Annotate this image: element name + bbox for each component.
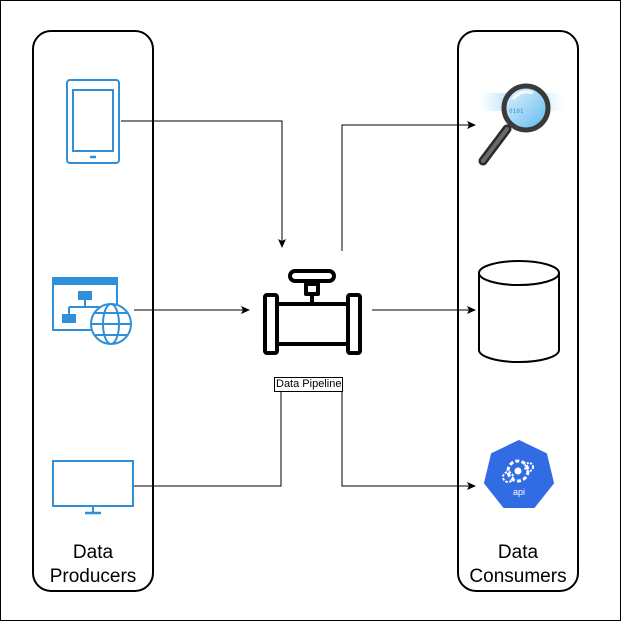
svg-text:0101: 0101 xyxy=(509,108,524,115)
tablet-icon xyxy=(66,79,120,164)
api-icon-text: api xyxy=(513,487,525,497)
sitemap-web-icon xyxy=(52,277,132,345)
producers-title-text: Data Producers xyxy=(49,542,137,587)
pipeline-label: Data Pipeline xyxy=(274,377,344,392)
producers-container xyxy=(32,30,154,592)
consumers-title: Data Consumers xyxy=(458,541,578,589)
connector-pipeline-to-search xyxy=(341,121,476,251)
consumers-title-text: Data Consumers xyxy=(469,542,567,587)
api-icon: api xyxy=(484,440,554,508)
producers-title: Data Producers xyxy=(33,541,153,589)
monitor-icon xyxy=(52,460,134,515)
pipeline-icon xyxy=(263,269,362,355)
connector-monitor-to-pipeline xyxy=(134,378,285,487)
search-magnifier-icon: 0101 xyxy=(478,83,564,166)
connector-tablet-to-pipeline xyxy=(121,120,286,248)
consumers-container xyxy=(457,30,579,592)
database-icon xyxy=(478,260,560,363)
connector-pipeline-to-api xyxy=(341,389,476,490)
